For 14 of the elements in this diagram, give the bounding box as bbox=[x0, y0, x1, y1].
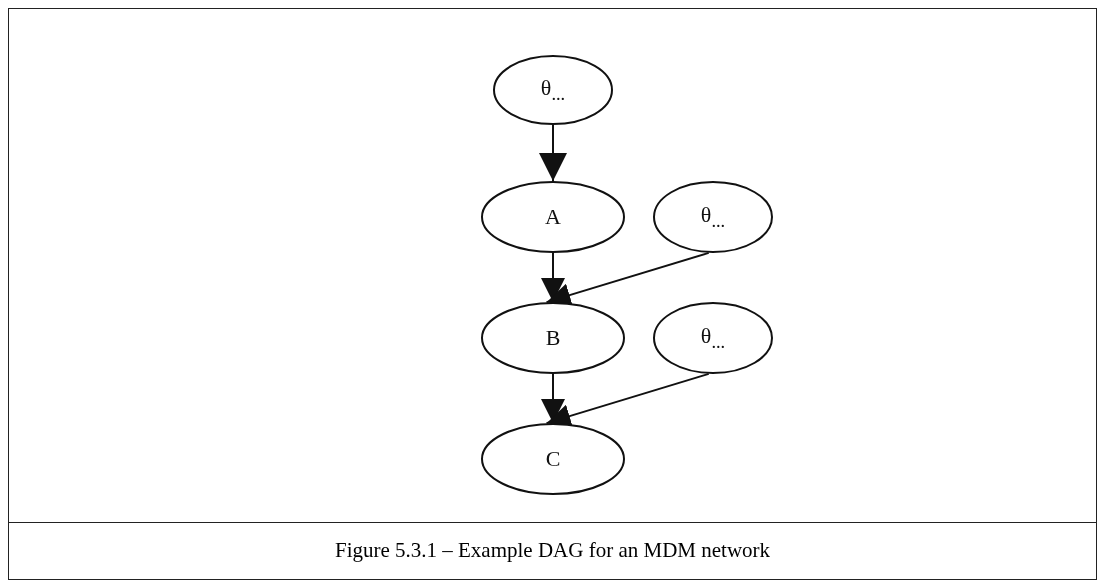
figure-caption: Figure 5.3.1 – Example DAG for an MDM network bbox=[334, 538, 771, 562]
node-label: θ$_{...}$ bbox=[700, 201, 726, 233]
ellipse-node bbox=[481, 302, 625, 374]
node-label: C bbox=[545, 446, 561, 472]
node-label: B bbox=[545, 325, 561, 351]
ellipse-node bbox=[481, 423, 625, 495]
node-label: A bbox=[545, 204, 561, 230]
node-label: θ$_{...}$ bbox=[700, 322, 726, 354]
ellipse-node bbox=[653, 181, 773, 253]
arrow bbox=[539, 124, 567, 182]
ellipse-node bbox=[493, 55, 613, 125]
ellipse-node bbox=[481, 181, 625, 253]
ellipse-node bbox=[653, 302, 773, 374]
node-label: θ$_{...}$ bbox=[540, 74, 566, 106]
